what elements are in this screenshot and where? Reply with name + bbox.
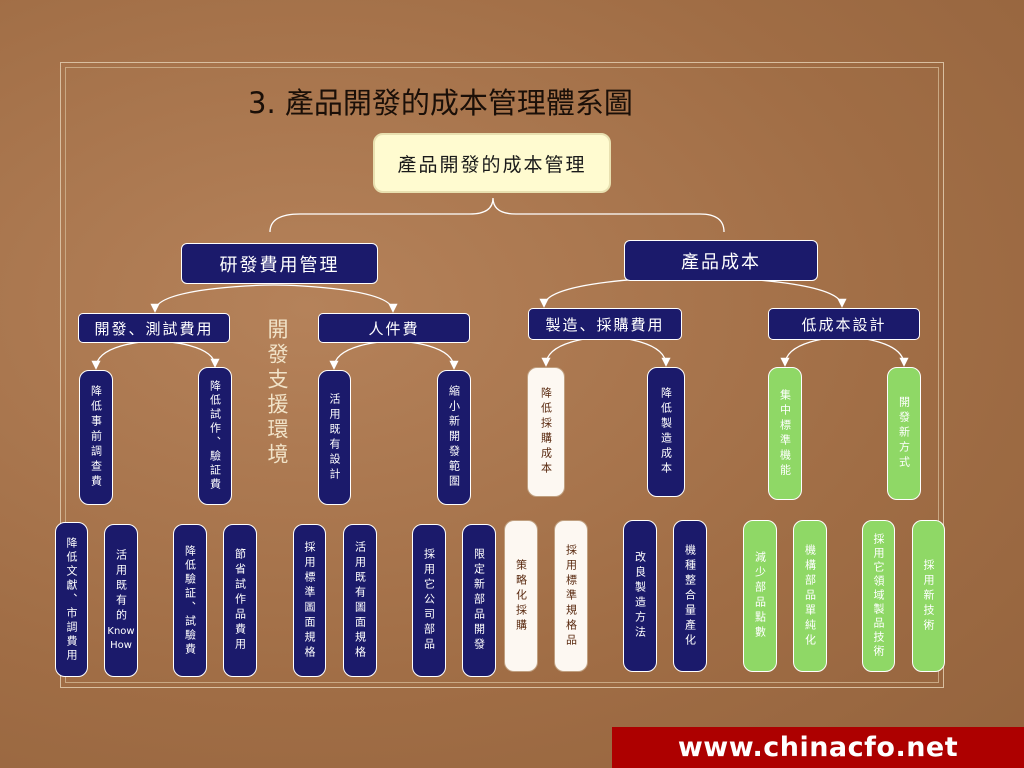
l3-new-dev-methods: 開發新方式 [887,367,921,500]
l4-strategic-purchasing: 策略化採購 [504,520,538,672]
l3-reduce-prototype-cost: 降低試作、驗証費 [198,367,232,505]
arc-mfg [541,336,671,367]
page-title: 3. 產品開發的成本管理體系圖 [248,86,633,120]
root-node: 產品開發的成本管理 [373,133,611,193]
l4-reduce-literature-cost: 降低文獻、市調費用 [55,522,88,677]
l4-standard-parts: 採用標準規格品 [554,520,588,672]
l2-dev-test-cost: 開發、測試費用 [78,313,230,343]
l4-reuse-drawings: 活用既有圖面規格 [343,524,377,677]
l4-save-prototype-cost: 節省試作品費用 [223,524,257,677]
l3-narrow-new-dev: 縮小新開發範圍 [437,370,471,505]
l4-standard-drawings: 採用標準圖面規格 [293,524,326,677]
arc-rd [150,284,398,313]
l4-reduce-test-cost: 降低驗証、試驗費 [173,524,207,677]
l3-standard-functions: 集中標準機能 [768,367,802,500]
l4-other-company-parts: 採用它公司部品 [412,524,446,677]
root-brace [269,197,725,233]
l2-mfg-purchase-cost: 製造、採購費用 [528,308,682,340]
l4-cross-domain-tech: 採用它領域製品技術 [862,520,895,672]
arc-lowcost [780,336,909,367]
arc-devtest [91,340,220,370]
slide-frame-inner [65,67,939,683]
arc-product [539,276,847,308]
l4-new-tech: 採用新技術 [912,520,945,672]
l1-product-cost: 產品成本 [624,240,818,281]
arc-personnel [329,340,459,370]
l4-reuse-know-how: 活用既有的 Know How [104,524,138,677]
l1-rd-cost-mgmt: 研發費用管理 [181,243,378,284]
site-banner: www.chinacfo.net [612,727,1024,768]
l4-model-integration: 機種整合量產化 [673,520,707,672]
l2-personnel-cost: 人件費 [318,313,470,343]
l3-reduce-mfg-cost: 降低製造成本 [647,367,685,497]
l4-improve-mfg-method: 改良製造方法 [623,520,657,672]
l2-low-cost-design: 低成本設計 [768,308,920,340]
l4-limit-new-parts: 限定新部品開發 [462,524,496,677]
l4-reduce-part-count: 減少部品點數 [743,520,777,672]
l3-reuse-design: 活用既有設計 [318,370,351,505]
l3-reduce-purchase-cost: 降低採購成本 [527,367,565,497]
side-label-dev-support: 開發支援環境 [265,318,289,468]
l3-reduce-survey-cost: 降低事前調查費 [79,370,113,505]
l4-simplify-parts: 機構部品單純化 [793,520,827,672]
slide-frame [60,62,944,688]
